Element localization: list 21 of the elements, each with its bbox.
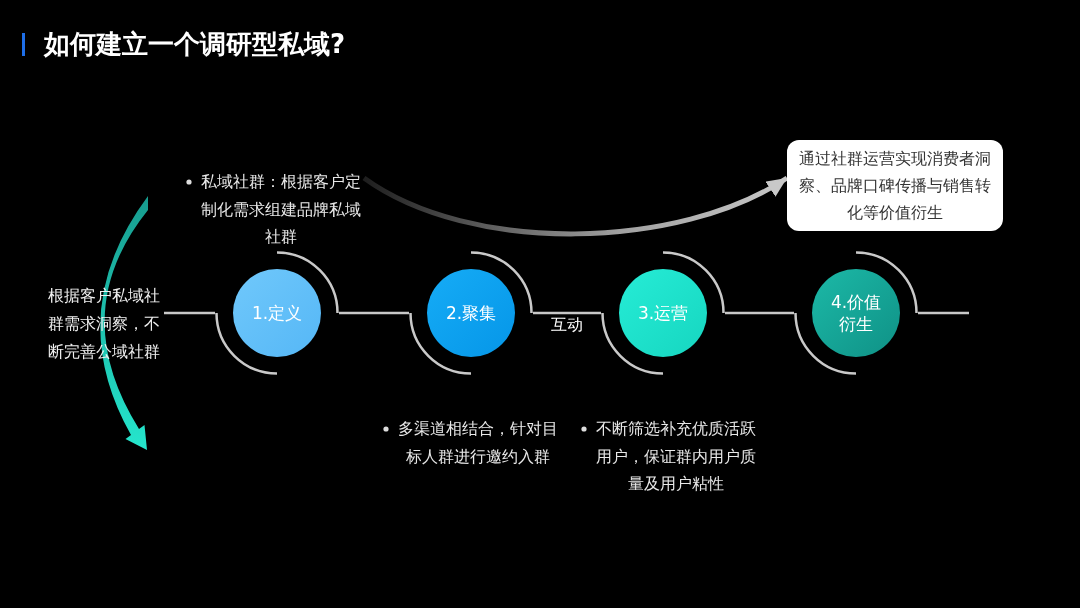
- connector-line: [918, 311, 969, 315]
- step-circle: [794, 251, 918, 375]
- step-circle: [409, 251, 533, 375]
- step-label: 2.聚集: [445, 302, 497, 324]
- callout-text: 通过社群运营实现消费者洞察、品牌口碑传播与销售转化等价值衍生: [798, 148, 992, 224]
- bullet-text: 私域社群：根据客户定制化需求组建品牌私域社群: [200, 171, 362, 248]
- step-circle: [215, 251, 339, 375]
- connector-line: [164, 311, 215, 315]
- step-label: 3.运营: [637, 302, 689, 324]
- callout-card: [787, 140, 1003, 231]
- bullet-text: 多渠道相结合，针对目标人群进行邀约入群: [397, 418, 559, 468]
- bullet-text: 不断筛选补充优质活跃用户，保证群内用户质量及用户粘性: [595, 418, 757, 495]
- curved-arrow: [362, 175, 789, 237]
- step-label: 4.价值衍生: [829, 291, 883, 335]
- connector-line: [725, 311, 794, 315]
- step-label: 1.定义: [251, 302, 303, 324]
- connector-line: [339, 311, 409, 315]
- edge-label: 互动: [549, 315, 585, 335]
- connector-line: [533, 311, 601, 315]
- slide-title: 如何建立一个调研型私域?: [44, 28, 346, 61]
- step-circle: [601, 251, 725, 375]
